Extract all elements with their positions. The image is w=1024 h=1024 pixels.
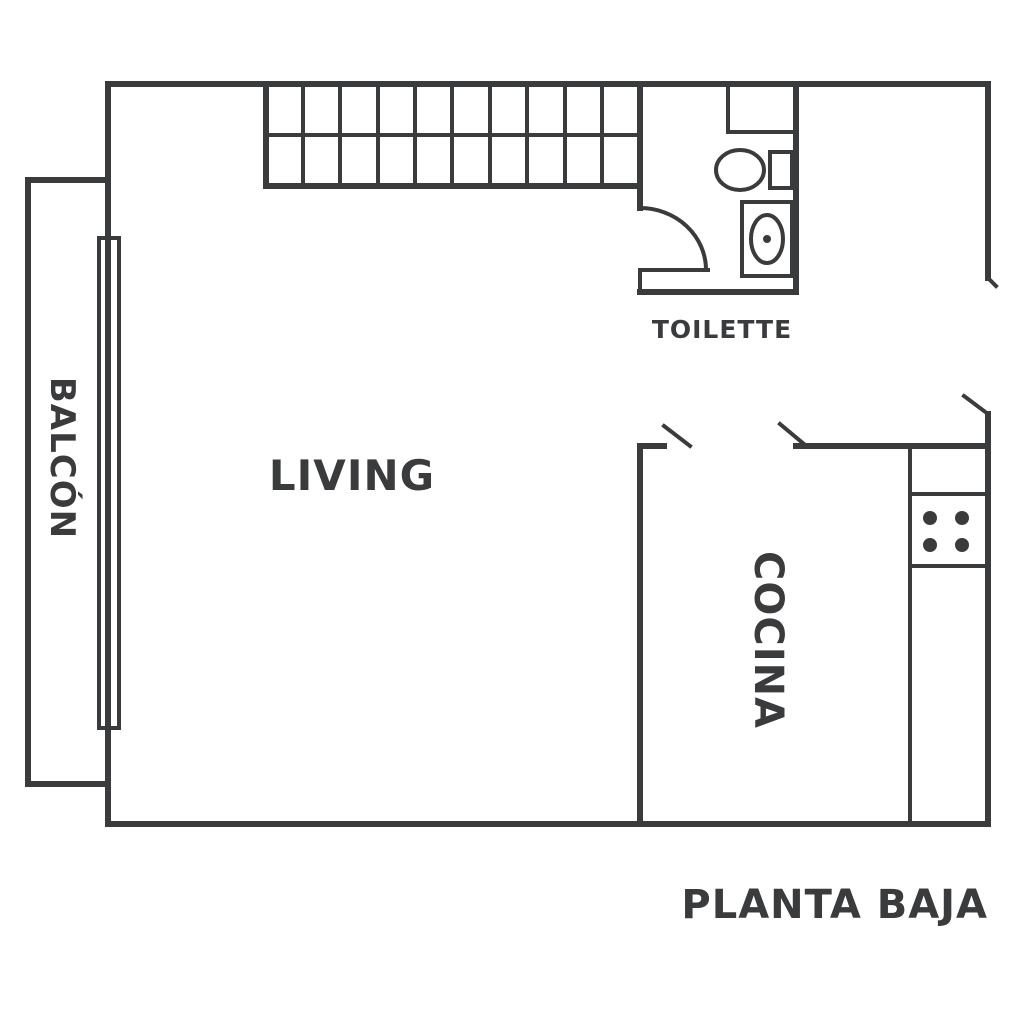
kitchen-door-stop-right bbox=[777, 421, 807, 447]
toilette-room bbox=[637, 81, 799, 295]
toilet-bowl bbox=[714, 148, 766, 192]
stove-burner bbox=[923, 511, 937, 525]
plan-caption: PLANTA BAJA bbox=[681, 882, 988, 928]
stove-burner bbox=[955, 538, 969, 552]
toilet-tank bbox=[768, 150, 794, 190]
balcony-railing bbox=[25, 177, 111, 787]
room-label-living: LIVING bbox=[269, 451, 435, 500]
balcony-sliding-window bbox=[97, 236, 121, 730]
stove-burner bbox=[923, 538, 937, 552]
shower-tray bbox=[726, 86, 794, 134]
toilette-door-swing bbox=[639, 206, 708, 271]
sink-cabinet bbox=[740, 200, 794, 278]
stove-burner bbox=[955, 511, 969, 525]
kitchen bbox=[637, 421, 991, 827]
balcony bbox=[25, 177, 121, 787]
entry-door-jamb-upper bbox=[985, 275, 999, 289]
kitchen-door-stop-left bbox=[661, 423, 693, 449]
staircase bbox=[263, 81, 643, 189]
sink-drain bbox=[763, 235, 771, 243]
room-label-toilette: TOILETTE bbox=[652, 315, 792, 344]
room-label-balcon: BALCÓN bbox=[42, 377, 83, 539]
entry-door-jamb-lower bbox=[961, 393, 991, 417]
sink-basin bbox=[749, 213, 785, 265]
outer-walls bbox=[105, 81, 999, 827]
room-label-cocina: COCINA bbox=[745, 551, 791, 729]
